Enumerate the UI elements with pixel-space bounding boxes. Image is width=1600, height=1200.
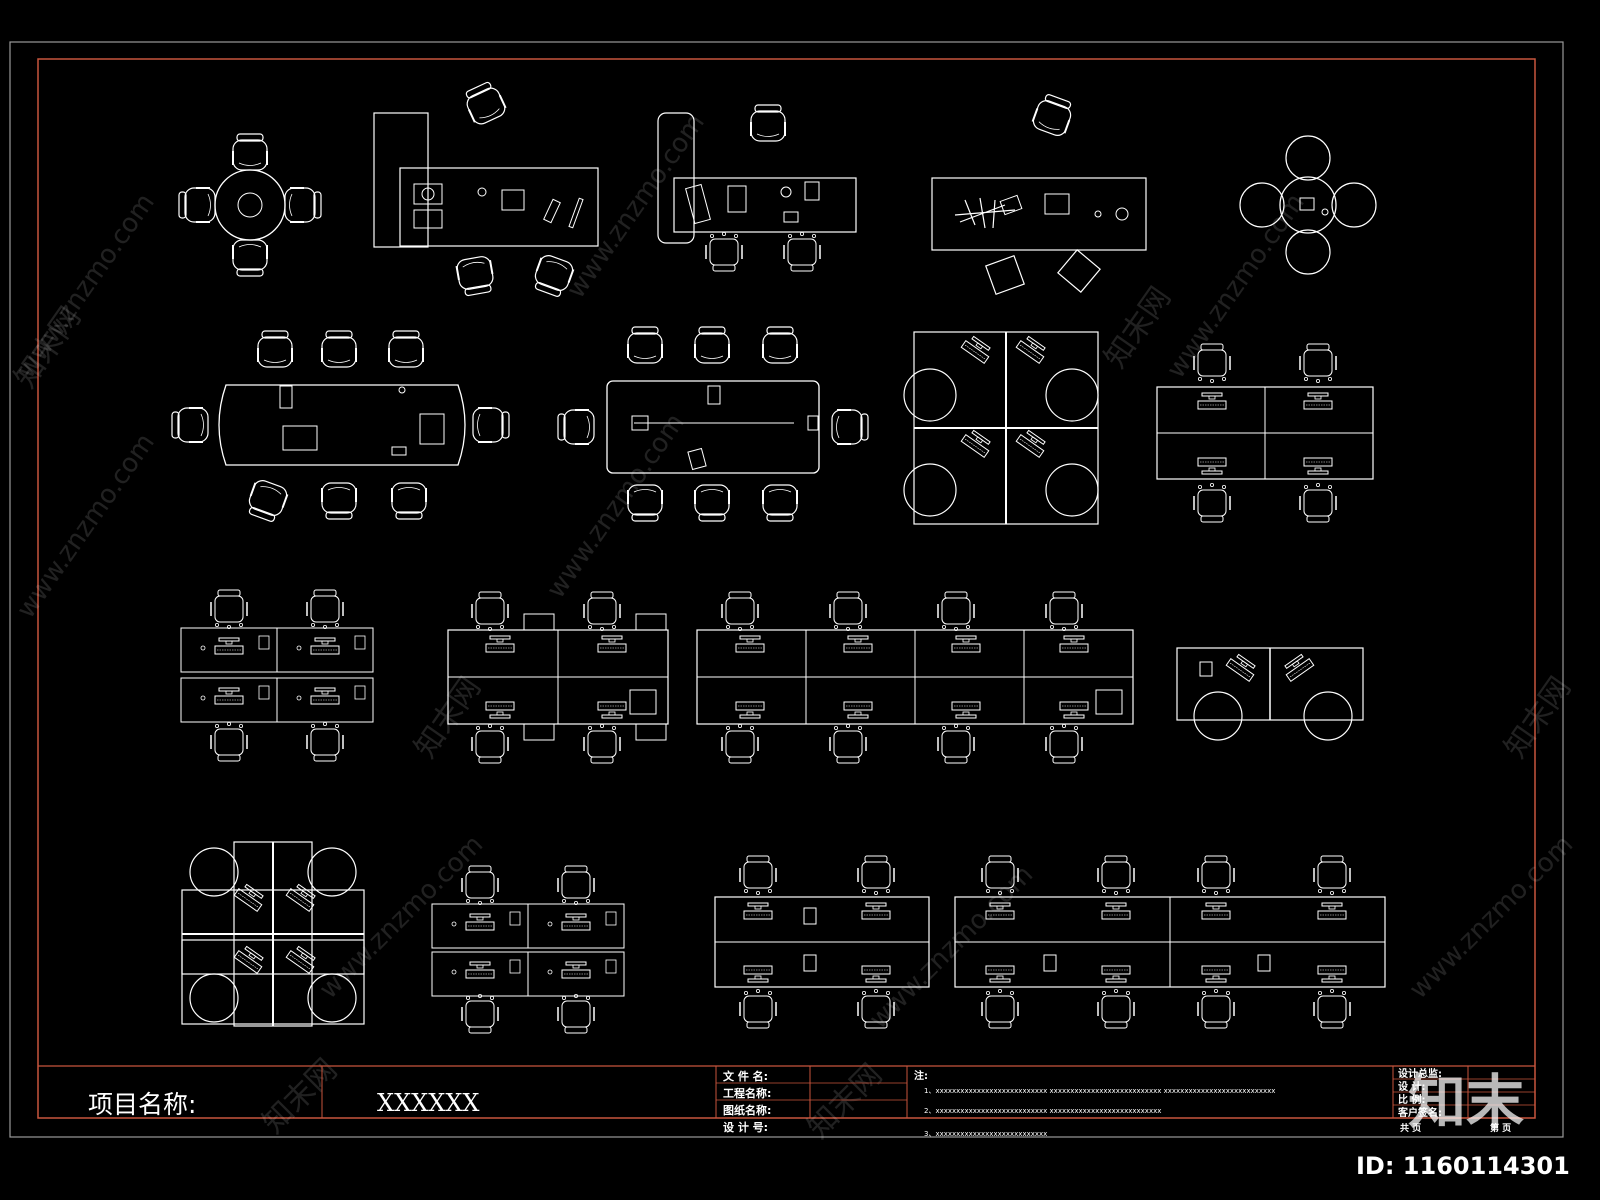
workstation-4-d (714, 855, 930, 1029)
svg-text:www.znzmo.com: www.znzmo.com (1161, 188, 1311, 384)
rect-meeting-table (557, 326, 869, 522)
signoff-client: 客户签名: (1397, 1106, 1442, 1119)
svg-text:知末网: 知末网 (801, 1057, 889, 1145)
manager-desk-3 (931, 91, 1147, 295)
signoff-director: 设计总监: (1398, 1067, 1442, 1080)
svg-text:www.znzmo.com: www.znzmo.com (561, 108, 711, 304)
watermark-layer: www.znzmo.com www.znzmo.com www.znzmo.co… (8, 108, 1579, 1145)
svg-text:www.znzmo.com: www.znzmo.com (11, 428, 161, 624)
note-3: 3、xxxxxxxxxxxxxxxxxxxxxxxxxxx (924, 1130, 1047, 1138)
field-project-name: 工程名称: (723, 1086, 771, 1100)
note-1: 1、xxxxxxxxxxxxxxxxxxxxxxxxxxx xxxxxxxxxx… (924, 1087, 1275, 1095)
sheet-total: 共 页 (1400, 1122, 1421, 1134)
round-table-4-right (1239, 135, 1377, 275)
svg-text:www.znzmo.com: www.znzmo.com (314, 830, 489, 1005)
workstation-4-a (181, 589, 373, 762)
round-table-4-left (178, 133, 322, 277)
field-drawing-name: 图纸名称: (723, 1103, 771, 1117)
field-design-no: 设 计 号: (723, 1120, 768, 1134)
workstation-8 (696, 591, 1134, 764)
outer-frame (9, 41, 1564, 1138)
desk-cluster-4 (1156, 343, 1374, 523)
svg-text:www.znzmo.com: www.znzmo.com (1404, 830, 1579, 1005)
sheet-number: 第 页 (1490, 1122, 1511, 1134)
workstation-8-b (954, 855, 1386, 1029)
workstation-2-corner (1176, 647, 1364, 741)
cross-workstation-4 (903, 331, 1099, 525)
manager-desk-1 (373, 78, 599, 300)
signoff-designer: 设 计: (1398, 1080, 1425, 1093)
svg-text:www.znzmo.com: www.znzmo.com (541, 408, 691, 604)
workstation-4-c (432, 865, 624, 1034)
id-label: ID: 1160114301 (1356, 1152, 1570, 1180)
signoff-scale: 比 例: (1398, 1093, 1425, 1106)
oval-meeting-table (171, 330, 510, 525)
project-label: 项目名称: (88, 1090, 196, 1119)
project-value: XXXXXX (377, 1089, 480, 1117)
manager-desk-2 (657, 104, 857, 272)
inner-frame (37, 58, 1536, 1119)
note-2: 2、xxxxxxxxxxxxxxxxxxxxxxxxxxx xxxxxxxxxx… (924, 1107, 1161, 1115)
svg-text:知末网: 知末网 (1498, 671, 1578, 765)
brand-logo: 知末 (1408, 1068, 1524, 1136)
notes-label: 注: (914, 1069, 928, 1082)
svg-text:www.znzmo.com: www.znzmo.com (864, 860, 1039, 1035)
cross-workstation-4-b (181, 841, 365, 1027)
title-block: 项目名称: XXXXXX 文 件 名: 工程名称: 图纸名称: 设 计 号: 注… (38, 1065, 1535, 1138)
field-file-name: 文 件 名: (723, 1069, 768, 1083)
workstation-4-b (447, 591, 669, 764)
